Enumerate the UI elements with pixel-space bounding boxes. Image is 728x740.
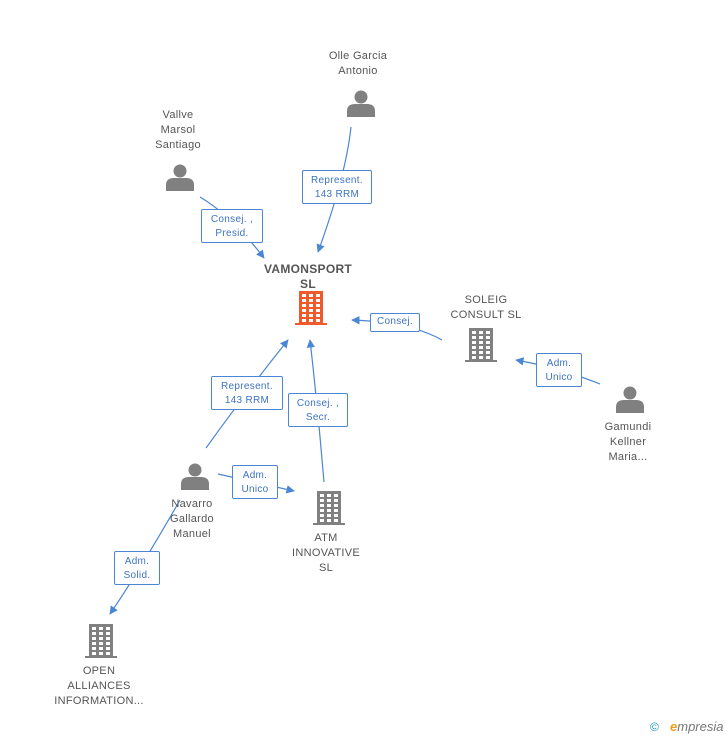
edge-label-olle-to-main[interactable]: Represent. 143 RRM	[302, 170, 372, 204]
olle-person-icon[interactable]	[347, 90, 375, 118]
edge-label-vallve-to-main[interactable]: Consej. , Presid.	[201, 209, 263, 243]
edge-label-soleig-to-main[interactable]: Consej.	[370, 313, 420, 332]
vallve-person-icon[interactable]	[166, 164, 194, 192]
atm-building-icon[interactable]	[313, 491, 345, 525]
node-label-olle[interactable]: Olle Garcia Antonio	[328, 50, 388, 77]
edge-label-navarro-to-open[interactable]: Adm. Solid.	[114, 551, 160, 585]
copyright-icon: ©	[650, 720, 659, 734]
empresia-logo[interactable]: empresia	[670, 719, 724, 734]
edge-label-gamundi-to-soleig[interactable]: Adm. Unico	[536, 353, 582, 387]
navarro-person-icon[interactable]	[181, 463, 209, 491]
node-label-soleig[interactable]: SOLEIG CONSULT SL	[450, 294, 522, 321]
edge-label-atm-to-main[interactable]: Consej. , Secr.	[288, 393, 348, 427]
node-label-main[interactable]: VAMONSPORT SL	[263, 262, 353, 291]
main-building-icon[interactable]	[295, 291, 327, 325]
node-label-navarro[interactable]: Navarro Gallardo Manuel	[170, 498, 214, 540]
node-label-open[interactable]: OPEN ALLIANCES INFORMATION...	[54, 665, 144, 707]
open-building-icon[interactable]	[85, 624, 117, 658]
node-label-vallve[interactable]: Vallve Marsol Santiago	[155, 109, 201, 151]
edge-label-navarro-to-main[interactable]: Represent. 143 RRM	[211, 376, 283, 410]
node-label-gamundi[interactable]: Gamundi Kellner Maria...	[604, 421, 652, 463]
node-label-atm[interactable]: ATM INNOVATIVE SL	[292, 532, 360, 574]
soleig-building-icon[interactable]	[465, 328, 497, 362]
gamundi-person-icon[interactable]	[616, 386, 644, 414]
edge-label-navarro-to-atm[interactable]: Adm. Unico	[232, 465, 278, 499]
